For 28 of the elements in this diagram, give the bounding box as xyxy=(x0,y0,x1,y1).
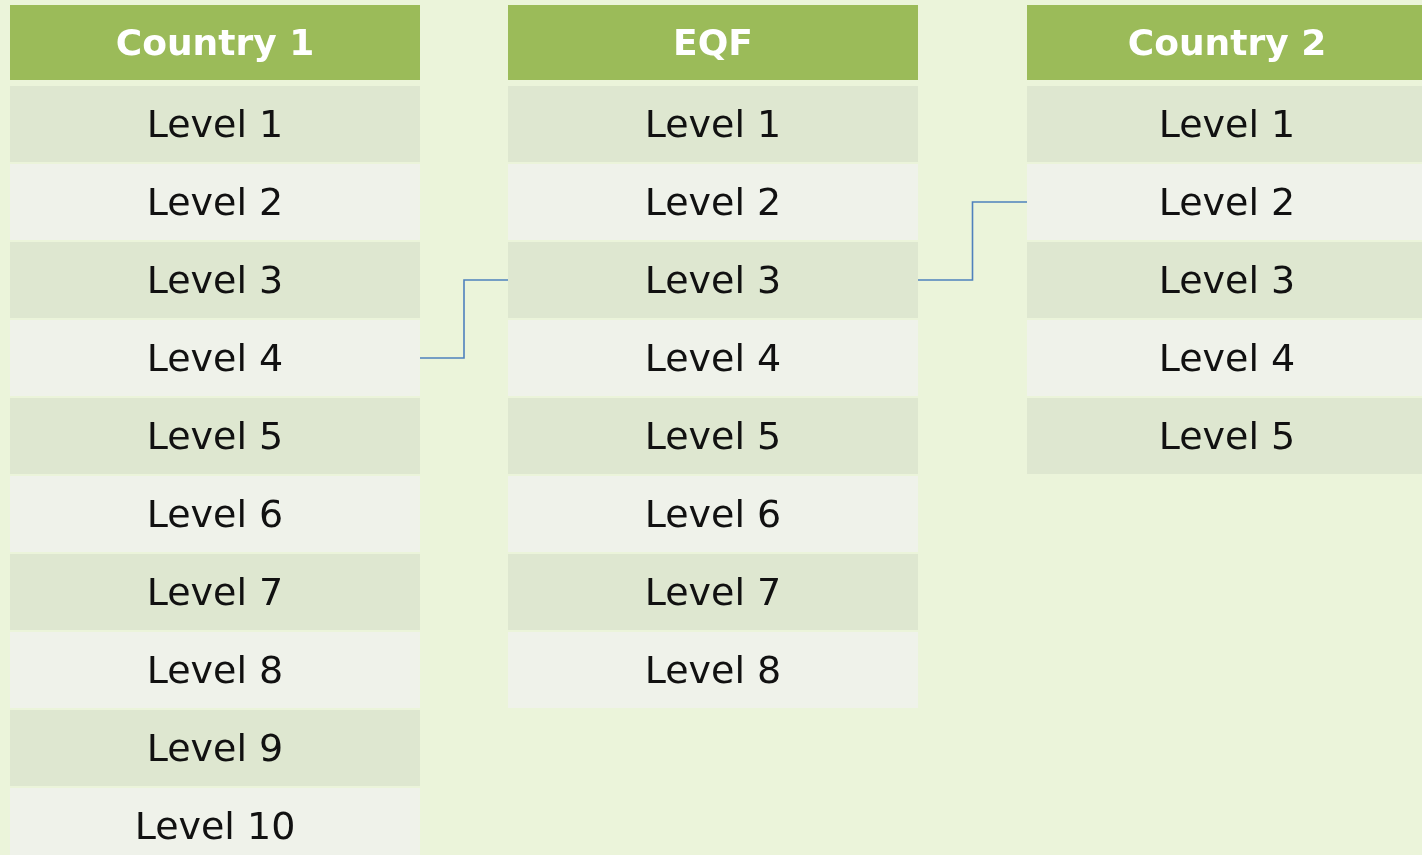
connector-line xyxy=(917,201,1028,281)
level-row: Level 6 xyxy=(508,476,918,552)
level-row: Level 4 xyxy=(10,320,420,396)
level-row: Level 5 xyxy=(10,398,420,474)
level-row: Level 10 xyxy=(10,788,420,855)
level-row: Level 2 xyxy=(1027,164,1422,240)
level-row: Level 7 xyxy=(10,554,420,630)
level-row: Level 5 xyxy=(508,398,918,474)
level-row: Level 8 xyxy=(10,632,420,708)
level-row: Level 3 xyxy=(508,242,918,318)
level-row: Level 2 xyxy=(10,164,420,240)
level-row: Level 6 xyxy=(10,476,420,552)
level-row: Level 8 xyxy=(508,632,918,708)
level-row: Level 4 xyxy=(1027,320,1422,396)
level-row: Level 2 xyxy=(508,164,918,240)
level-row: Level 1 xyxy=(10,86,420,162)
level-row: Level 1 xyxy=(1027,86,1422,162)
column-header: Country 1 xyxy=(10,5,420,80)
level-row: Level 3 xyxy=(1027,242,1422,318)
level-row: Level 5 xyxy=(1027,398,1422,474)
level-row: Level 3 xyxy=(10,242,420,318)
column-header: EQF xyxy=(508,5,918,80)
level-row: Level 4 xyxy=(508,320,918,396)
level-row: Level 7 xyxy=(508,554,918,630)
level-row: Level 1 xyxy=(508,86,918,162)
connector-line xyxy=(419,279,509,359)
level-row: Level 9 xyxy=(10,710,420,786)
column-header: Country 2 xyxy=(1027,5,1422,80)
